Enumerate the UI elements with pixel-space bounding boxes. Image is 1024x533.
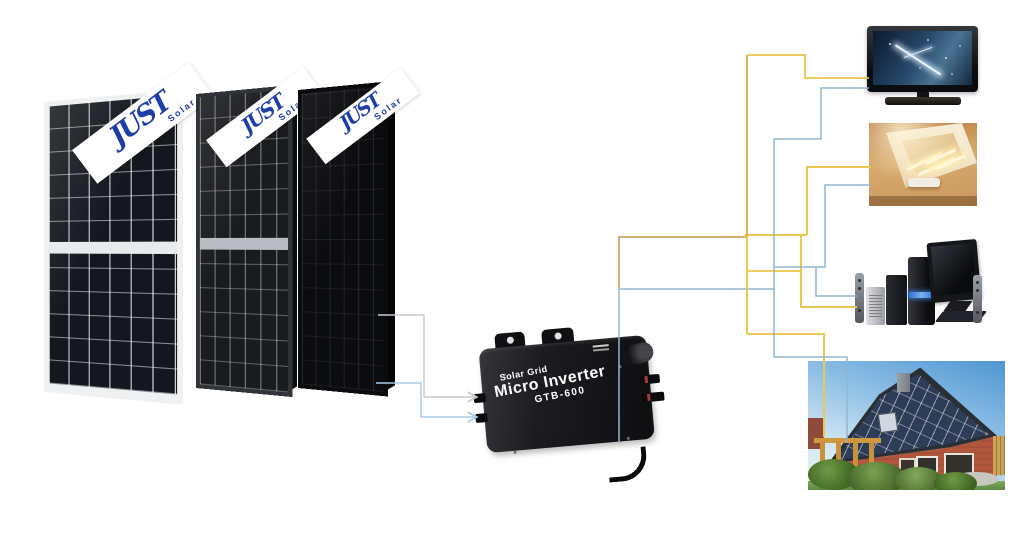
wooden-fence: [993, 435, 1005, 475]
micro-inverter: Solar Grid Micro Inverter GTB-600: [473, 319, 665, 483]
tv-image: [867, 26, 978, 108]
speaker-icon: [973, 275, 982, 323]
wire-yellow-room: [806, 166, 871, 235]
room-floor-shadow: [869, 196, 977, 206]
tv-frame: [867, 26, 978, 92]
pc-mini-tower: [866, 287, 885, 325]
wire-dc-bottom: [376, 382, 479, 423]
pergola-post: [853, 440, 859, 476]
dc-input-connector-icon: [473, 393, 487, 404]
wire-ac-riser-orange: [618, 236, 747, 288]
tv-screen-particles: [889, 43, 891, 45]
speaker-dots: [858, 279, 861, 282]
tv-screen-light-streak: [894, 44, 942, 76]
tv-stand-neck: [917, 92, 929, 97]
wire-yellow-computer: [800, 236, 857, 308]
roof-skylight: [877, 411, 898, 433]
speaker-icon: [855, 273, 864, 323]
tv-stand-base: [885, 97, 961, 105]
cable-connector-icon: [639, 373, 661, 385]
pergola-post: [819, 440, 825, 476]
monitor-stand: [943, 301, 973, 311]
dc-input-connector-icon: [475, 413, 488, 424]
tower-led-band: [909, 292, 934, 299]
speaker-dots: [976, 281, 979, 284]
pergola-post: [835, 440, 841, 476]
bracket-hole: [506, 336, 514, 345]
wire-blue-computer: [815, 267, 857, 297]
brand-logo-subtext: Solar: [165, 96, 198, 124]
wire-blue-tv: [774, 87, 869, 140]
solar-panel-3: JUST Solar: [298, 67, 420, 397]
connector-ring: [647, 393, 651, 401]
garden-bush: [894, 466, 942, 490]
solar-panel-1: JUST Solar: [44, 62, 214, 405]
air-conditioner-icon: [907, 177, 941, 187]
bracket-hole: [553, 332, 562, 340]
house-image: [808, 361, 1005, 490]
inverter-label-marks: [592, 344, 609, 348]
monitor-screen: [930, 243, 977, 296]
tv-screen: [873, 31, 972, 85]
room-lighting-image: [869, 123, 977, 206]
ceiling-glow: [869, 123, 977, 206]
connector-ring: [644, 375, 649, 384]
garden-bush: [934, 471, 978, 490]
wire-yellow-tv: [747, 54, 869, 79]
pergola-post: [869, 440, 874, 476]
output-cable-icon: [606, 446, 649, 483]
inverter-text: Solar Grid Micro Inverter GTB-600: [491, 353, 609, 413]
solar-panel-2: JUST Solar: [196, 66, 324, 398]
computer-image: [855, 235, 988, 326]
tower-grille: [869, 295, 882, 317]
cable-connector-icon: [641, 391, 665, 403]
chimney: [896, 372, 911, 392]
pc-tower: [886, 275, 907, 325]
